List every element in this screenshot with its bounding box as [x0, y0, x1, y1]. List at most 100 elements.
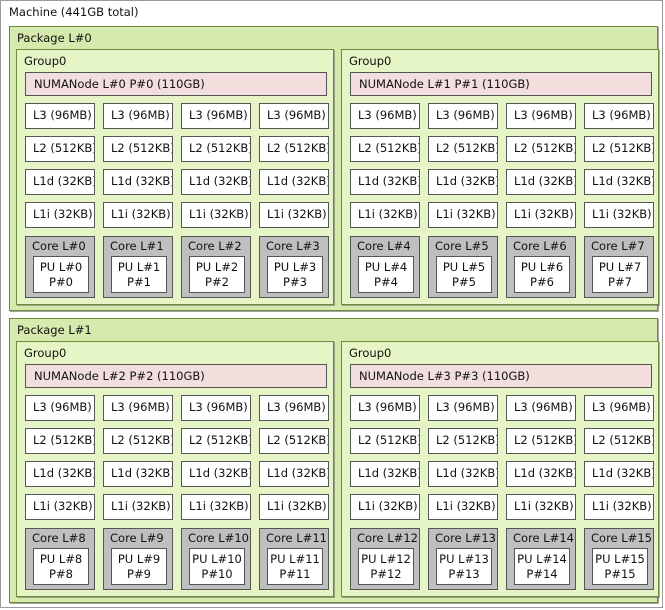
l1i-cache-box-0-1-1: L1i (32KB) — [428, 202, 498, 228]
core-label-1-1-3: Core L#15 — [591, 531, 652, 545]
l1i-cache-box-1-1-1: L1i (32KB) — [428, 494, 498, 520]
l2-cache-box-1-1-3: L2 (512KB) — [584, 428, 654, 454]
core-label-0-0-3: Core L#3 — [266, 239, 320, 253]
core-label-0-0-1: Core L#1 — [110, 239, 164, 253]
l2-cache-box-0-1-1: L2 (512KB) — [428, 136, 498, 162]
core-label-1-1-1: Core L#13 — [435, 531, 496, 545]
l1i-cache-box-1-1-0: L1i (32KB) — [350, 494, 420, 520]
l2-cache-box-1-1-1: L2 (512KB) — [428, 428, 498, 454]
pu-physical-index-1-1-1: P#13 — [448, 567, 480, 581]
pu-logical-index-0-0-3: PU L#3 — [273, 260, 317, 274]
pu-logical-index-1-1-3: PU L#15 — [595, 552, 645, 566]
pu-logical-index-0-0-2: PU L#2 — [195, 260, 239, 274]
pu-physical-index-0-0-2: P#2 — [205, 275, 229, 289]
l3-cache-box-1-0-3: L3 (96MB) — [259, 395, 329, 421]
l1d-cache-box-0-0-0: L1d (32KB) — [25, 169, 95, 195]
pu-physical-index-1-1-0: P#12 — [370, 567, 402, 581]
l1i-cache-box-1-0-2: L1i (32KB) — [181, 494, 251, 520]
pu-logical-index-1-0-3: PU L#11 — [270, 552, 320, 566]
l2-cache-box-0-0-3: L2 (512KB) — [259, 136, 329, 162]
pu-logical-index-0-0-0: PU L#0 — [39, 260, 83, 274]
l1i-cache-box-1-1-3: L1i (32KB) — [584, 494, 654, 520]
package-label-1: Package L#1 — [17, 323, 92, 337]
core-label-0-1-1: Core L#5 — [435, 239, 489, 253]
numanode-box-1-1: NUMANode L#3 P#3 (110GB) — [350, 364, 652, 388]
l3-cache-box-1-1-3: L3 (96MB) — [584, 395, 654, 421]
l3-cache-box-1-0-1: L3 (96MB) — [103, 395, 173, 421]
l1d-cache-box-1-0-0: L1d (32KB) — [25, 461, 95, 487]
core-label-0-1-0: Core L#4 — [357, 239, 411, 253]
l2-cache-box-0-1-0: L2 (512KB) — [350, 136, 420, 162]
core-label-0-1-3: Core L#7 — [591, 239, 645, 253]
core-label-0-1-2: Core L#6 — [513, 239, 567, 253]
core-label-1-1-2: Core L#14 — [513, 531, 574, 545]
l3-cache-box-1-0-0: L3 (96MB) — [25, 395, 95, 421]
l3-cache-box-0-0-1: L3 (96MB) — [103, 103, 173, 129]
pu-physical-index-0-0-1: P#1 — [127, 275, 151, 289]
pu-physical-index-0-1-0: P#4 — [374, 275, 398, 289]
l1i-cache-box-1-1-2: L1i (32KB) — [506, 494, 576, 520]
core-label-0-0-2: Core L#2 — [188, 239, 242, 253]
group-label-0-0: Group0 — [24, 54, 67, 68]
numanode-box-0-0: NUMANode L#0 P#0 (110GB) — [25, 72, 327, 96]
pu-physical-index-0-1-2: P#6 — [530, 275, 554, 289]
l1d-cache-box-1-1-2: L1d (32KB) — [506, 461, 576, 487]
l3-cache-box-1-1-2: L3 (96MB) — [506, 395, 576, 421]
l1d-cache-box-1-1-1: L1d (32KB) — [428, 461, 498, 487]
l1i-cache-box-0-0-1: L1i (32KB) — [103, 202, 173, 228]
pu-physical-index-1-0-1: P#9 — [127, 567, 151, 581]
l3-cache-box-0-1-2: L3 (96MB) — [506, 103, 576, 129]
l1i-cache-box-0-0-0: L1i (32KB) — [25, 202, 95, 228]
pu-physical-index-1-1-2: P#14 — [526, 567, 558, 581]
l1i-cache-box-0-1-2: L1i (32KB) — [506, 202, 576, 228]
numanode-box-1-0: NUMANode L#2 P#2 (110GB) — [25, 364, 327, 388]
l3-cache-box-1-1-0: L3 (96MB) — [350, 395, 420, 421]
l3-cache-box-1-1-1: L3 (96MB) — [428, 395, 498, 421]
pu-physical-index-0-0-3: P#3 — [283, 275, 307, 289]
pu-logical-index-1-1-0: PU L#12 — [361, 552, 411, 566]
pu-logical-index-1-1-1: PU L#13 — [439, 552, 489, 566]
pu-logical-index-0-1-3: PU L#7 — [598, 260, 642, 274]
l1d-cache-box-1-0-1: L1d (32KB) — [103, 461, 173, 487]
core-label-1-0-2: Core L#10 — [188, 531, 249, 545]
pu-physical-index-0-1-3: P#7 — [608, 275, 632, 289]
pu-physical-index-1-0-0: P#8 — [49, 567, 73, 581]
l1i-cache-box-1-0-1: L1i (32KB) — [103, 494, 173, 520]
pu-logical-index-1-1-2: PU L#14 — [517, 552, 567, 566]
l1d-cache-box-1-0-2: L1d (32KB) — [181, 461, 251, 487]
pu-physical-index-1-1-3: P#15 — [604, 567, 636, 581]
core-label-1-0-0: Core L#8 — [32, 531, 86, 545]
l2-cache-box-1-1-2: L2 (512KB) — [506, 428, 576, 454]
group-label-1-0: Group0 — [24, 346, 67, 360]
l2-cache-box-0-1-2: L2 (512KB) — [506, 136, 576, 162]
pu-logical-index-0-1-1: PU L#5 — [442, 260, 486, 274]
pu-physical-index-1-0-3: P#11 — [279, 567, 311, 581]
group-label-1-1: Group0 — [349, 346, 392, 360]
